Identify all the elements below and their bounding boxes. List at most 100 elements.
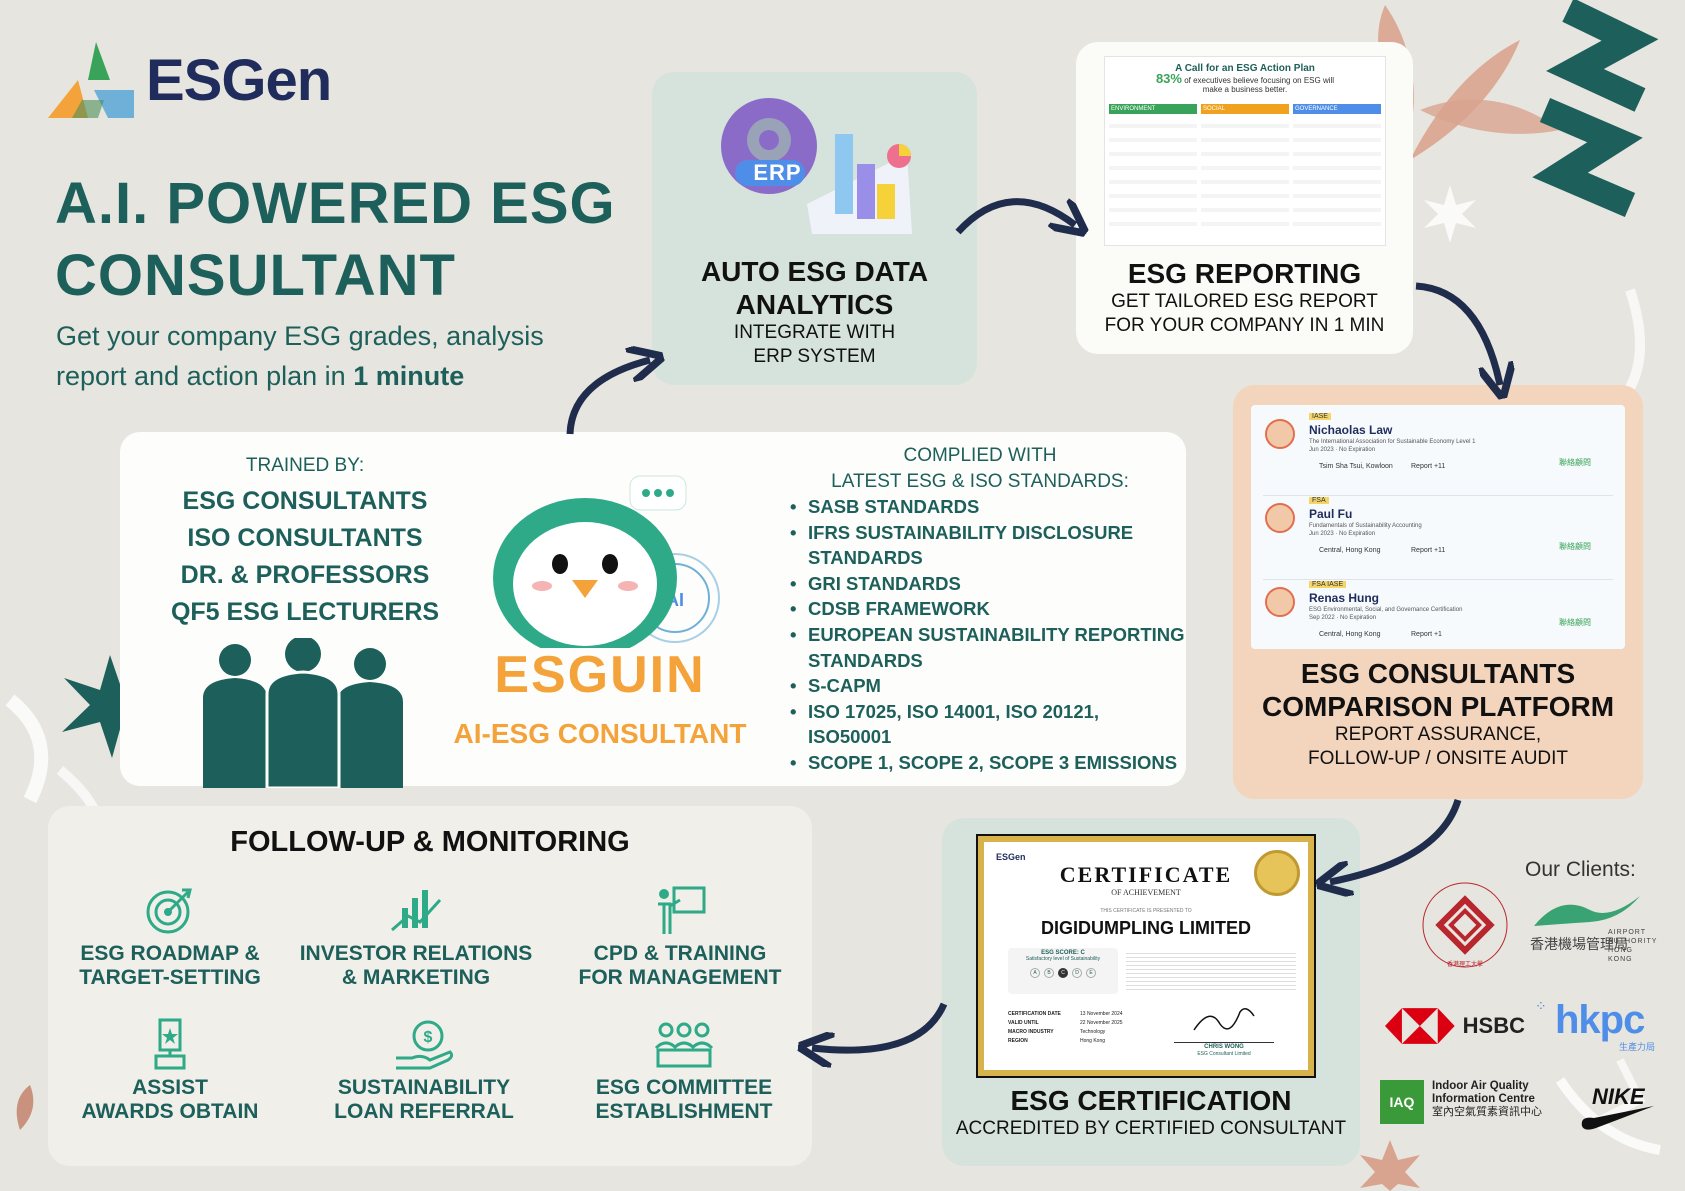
avatar (1265, 503, 1295, 533)
cert-heading: CERTIFICATE (1059, 862, 1233, 887)
follow-label-2: AWARDS OBTAIN (81, 1100, 259, 1123)
consultant-date: Sep 2022 · No Expiration (1309, 615, 1377, 621)
hsbc-hexagon-icon (1385, 1008, 1455, 1044)
avatar (1265, 419, 1295, 449)
trained-by-item: QF5 ESG LECTURERS (170, 598, 440, 626)
iaq-badge: IAQ (1380, 1080, 1424, 1124)
consultant-report: Report +11 (1411, 547, 1446, 554)
grade-a: A (1030, 968, 1040, 978)
grade-c: C (1058, 968, 1068, 978)
consultant-location: Central, Hong Kong (1319, 547, 1381, 554)
mascot-name: ESGUIN (494, 646, 706, 704)
standard-item: ISO 17025, ISO 14001, ISO 20121, ISO5000… (790, 699, 1185, 750)
svg-text:$: $ (424, 1029, 433, 1046)
consultant-name[interactable]: Renas Hung (1309, 591, 1380, 605)
cert-grades: A B C D E (1008, 968, 1118, 978)
follow-label-2: TARGET-SETTING (79, 966, 261, 989)
headline-line-2: CONSULTANT (55, 243, 456, 308)
polyu-cn-name: 香港理工大學 (1447, 960, 1483, 968)
follow-item-awards: ASSIST AWARDS OBTAIN (40, 1018, 300, 1124)
trained-by-item: DR. & PROFESSORS (180, 561, 430, 589)
grade-b: B (1044, 968, 1054, 978)
follow-label-1: ESG COMMITTEE (595, 1076, 773, 1099)
hero-subtext-bold: 1 minute (353, 361, 465, 391)
consultant-profile[interactable]: FSA Paul Fu Fundamentals of Sustainabili… (1251, 497, 1625, 575)
nike-logo: NIKE (1578, 1080, 1658, 1130)
follow-item-training: CPD & TRAINING FOR MANAGEMENT (550, 884, 810, 990)
follow-item-roadmap: ESG ROADMAP & TARGET-SETTING (40, 884, 300, 990)
hsbc-name: HSBC (1462, 1013, 1525, 1038)
follow-label-2: & MARKETING (341, 966, 491, 989)
hsbc-logo: HSBC (1385, 1006, 1525, 1046)
hkpc-logo: ⁘ hkpc 生產力局 (1535, 998, 1655, 1054)
consultant-location: Central, Hong Kong (1319, 631, 1381, 638)
follow-item-committee: ESG COMMITTEE ESTABLISHMENT (554, 1018, 814, 1124)
consultant-profile[interactable]: IASE Nichaolas Law The International Ass… (1251, 413, 1625, 491)
hero-subtext: Get your company ESG grades, analysis re… (56, 316, 616, 396)
contact-button[interactable]: 聯絡顧問 (1559, 458, 1591, 467)
consultant-tag: FSA IASE (1309, 581, 1347, 588)
iaq-line-1: Indoor Air Quality (1432, 1080, 1529, 1092)
cert-field-key: VALID UNTIL (1008, 1020, 1039, 1026)
consultant-location: Tsim Sha Tsui, Kowloon (1319, 463, 1393, 470)
iaq-cn-name: 室內空氣質素資訊中心 (1432, 1106, 1542, 1118)
consultants-title-2: COMPARISON PLATFORM (1261, 691, 1615, 722)
gold-seal-icon (1254, 850, 1300, 896)
trained-by-label: TRAINED BY: (245, 455, 365, 476)
standard-item: SASB STANDARDS (790, 494, 1185, 520)
analytics-sub-1: INTEGRATE WITH (733, 322, 896, 343)
money-hand-icon: $ (396, 1020, 454, 1070)
follow-label-1: INVESTOR RELATIONS (299, 942, 533, 965)
consultants-sub-1: REPORT ASSURANCE, (1334, 724, 1542, 745)
consultant-report: Report +1 (1411, 631, 1442, 638)
brand-name: ESGen (146, 47, 332, 113)
hkpc-cn-name: 生產力局 (1619, 1042, 1656, 1052)
contact-button[interactable]: 聯絡顧問 (1559, 618, 1591, 627)
report-col-governance: GOVERNANCE (1293, 104, 1381, 114)
consultant-name[interactable]: Nichaolas Law (1309, 423, 1393, 437)
cert-field-value: 13 November 2024 (1080, 1011, 1123, 1017)
consultant-report: Report +11 (1411, 463, 1446, 470)
iaq-line-2: Information Centre (1432, 1093, 1535, 1105)
polyu-logo-icon: 香港理工大學 (1422, 882, 1508, 968)
cert-score-note: Satisfactory level of Sustainability (1025, 956, 1101, 962)
airport-en-3: HONG KONG (1608, 947, 1633, 963)
standard-item: IFRS SUSTAINABILITY DISCLOSURE STANDARDS (790, 520, 1185, 571)
cert-field-value: 22 November 2025 (1080, 1020, 1123, 1026)
growth-chart-icon (391, 890, 442, 932)
report-col-environment: ENVIRONMENT (1109, 104, 1197, 114)
grade-e: E (1086, 968, 1096, 978)
cert-presented: THIS CERTIFICATE IS PRESENTED TO (1100, 908, 1192, 914)
airport-cn-name: 香港機場管理局 (1530, 936, 1628, 952)
follow-up-card (48, 806, 812, 1166)
nike-swoosh-icon (1581, 1106, 1654, 1130)
standards-heading: COMPLIED WITH LATEST ESG & ISO STANDARDS… (830, 443, 1130, 495)
consultant-desc: ESG Environmental, Social, and Governanc… (1309, 607, 1463, 613)
report-doc-note: of executives believe focusing on ESG wi… (1184, 76, 1335, 94)
consultants-sub-2: FOLLOW-UP / ONSITE AUDIT (1307, 748, 1569, 769)
report-col-social: SOCIAL (1201, 104, 1289, 114)
analytics-title-1: AUTO ESG DATA (700, 256, 929, 287)
headline-line-1: A.I. POWERED ESG (55, 171, 616, 236)
cert-subheading: OF ACHIEVEMENT (1111, 888, 1181, 897)
consultant-profile[interactable]: FSA IASE Renas Hung ESG Environmental, S… (1251, 581, 1625, 659)
certification-title: ESG CERTIFICATION (1010, 1085, 1292, 1116)
trophy-icon (154, 1018, 186, 1070)
follow-label-2: FOR MANAGEMENT (578, 966, 782, 989)
consultants-title-1: ESG CONSULTANTS (1300, 658, 1576, 689)
hkpc-name: hkpc (1555, 998, 1645, 1042)
consultant-name[interactable]: Paul Fu (1309, 507, 1353, 521)
airport-logo-icon (1534, 896, 1640, 926)
follow-up-title: FOLLOW-UP & MONITORING (230, 826, 630, 858)
certificate-preview: ESGen CERTIFICATE OF ACHIEVEMENT THIS CE… (976, 834, 1316, 1078)
grade-d: D (1072, 968, 1082, 978)
airport-authority-logo: 香港機場管理局 AIRPORT AUTHORITY HONG KONG (1530, 890, 1656, 970)
consultant-desc: Fundamentals of Sustainability Accountin… (1309, 523, 1422, 529)
contact-button[interactable]: 聯絡顧問 (1559, 542, 1591, 551)
certification-sub: ACCREDITED BY CERTIFIED CONSULTANT (955, 1118, 1347, 1139)
hkpc-dots-icon: ⁘ (1535, 998, 1547, 1014)
cert-field-key: MACRO INDUSTRY (1008, 1029, 1054, 1035)
analytics-sub-2: ERP SYSTEM (753, 346, 876, 367)
clients-title: Our Clients: (1525, 858, 1636, 881)
cert-field-value: Hong Kong (1080, 1038, 1106, 1044)
